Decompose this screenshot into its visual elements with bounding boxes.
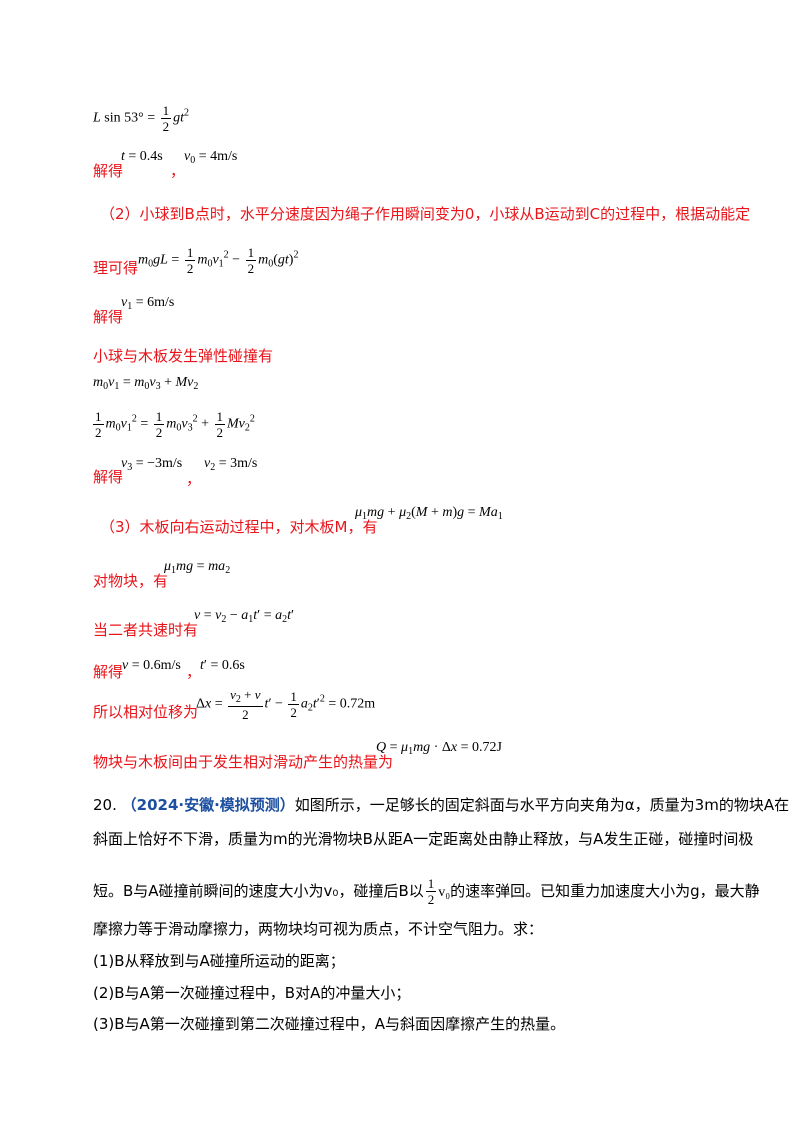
symbol-v0: v₀ xyxy=(438,885,451,900)
solve-label: 解得 xyxy=(93,308,124,326)
problem-line-1: 20. （2024·安徽·模拟预测）如图所示，一足够长的固定斜面与水平方向夹角为… xyxy=(93,794,789,815)
collision-text: 小球与木板发生弹性碰撞有 xyxy=(93,347,274,365)
equation-v2: v2 = 3m/s xyxy=(204,456,258,473)
equation-block-force: μ1mg = ma2 xyxy=(164,559,231,576)
solve-label: 解得 xyxy=(93,468,124,486)
equation-t-prime: t′ = 0.6s xyxy=(200,658,245,673)
equation-v0: v0 = 4m/s xyxy=(184,149,238,166)
separator: ， xyxy=(186,470,202,488)
separator: ， xyxy=(170,162,186,180)
equation-v: v = 0.6m/s xyxy=(122,658,181,673)
problem-text-1: 如图所示，一足够长的固定斜面与水平方向夹角为α，质量为3m的物块A在 xyxy=(294,796,790,814)
problem-text-3a: 短。B与A碰撞前瞬间的速度大小为v₀，碰撞后B以 xyxy=(93,882,424,900)
part2-text: （2）小球到B点时，水平分速度因为绳子作用瞬间变为0，小球从B运动到C的过程中，… xyxy=(100,205,751,223)
problem-number: 20. xyxy=(93,796,117,814)
question-1: (1)B从释放到与A碰撞所运动的距离； xyxy=(93,952,345,970)
problem-source: （2024·安徽·模拟预测） xyxy=(121,796,295,814)
problem-text-4: 摩擦力等于滑动摩擦力，两物块均可视为质点，不计空气阻力。求： xyxy=(93,920,544,938)
question-3: (3)B与A第一次碰撞到第二次碰撞过程中，A与斜面因摩擦产生的热量。 xyxy=(93,1015,566,1033)
solve-label: 解得 xyxy=(93,663,124,681)
solve-label: 解得 xyxy=(93,162,124,180)
common-text: 当二者共速时有 xyxy=(93,621,199,639)
equation-v1: v1 = 6m/s xyxy=(121,295,175,312)
problem-text-3b: 的速率弹回。已知重力加速度大小为g，最大静 xyxy=(450,882,760,900)
heat-text: 物块与木板间由于发生相对滑动产生的热量为 xyxy=(93,753,394,771)
separator: ， xyxy=(186,663,202,681)
equation-board-force: μ1mg + μ2(M + m)g = Ma1 xyxy=(355,505,503,522)
equation-time: t = 0.4s xyxy=(121,149,163,164)
displacement-text: 所以相对位移为 xyxy=(93,703,199,721)
equation-heat: Q = μ1mg · Δx = 0.72J xyxy=(376,740,502,757)
equation-momentum: m0v1 = m0v3 + Mv2 xyxy=(93,375,199,392)
equation-common-velocity: v = v2 − a1t′ = a2t′ xyxy=(194,608,295,625)
question-2: (2)B与A第一次碰撞过程中，B对A的冲量大小； xyxy=(93,984,411,1002)
problem-text-2: 斜面上恰好不下滑，质量为m的光滑物块B从距A一定距离处由静止释放，与A发生正碰，… xyxy=(93,830,754,848)
part3-text: （3）木板向右运动过程中，对木板M，有 xyxy=(100,518,378,536)
block-text: 对物块，有 xyxy=(93,572,169,590)
equation-v3: v3 = −3m/s xyxy=(121,456,183,473)
part2-cont: 理可得 xyxy=(93,259,139,277)
